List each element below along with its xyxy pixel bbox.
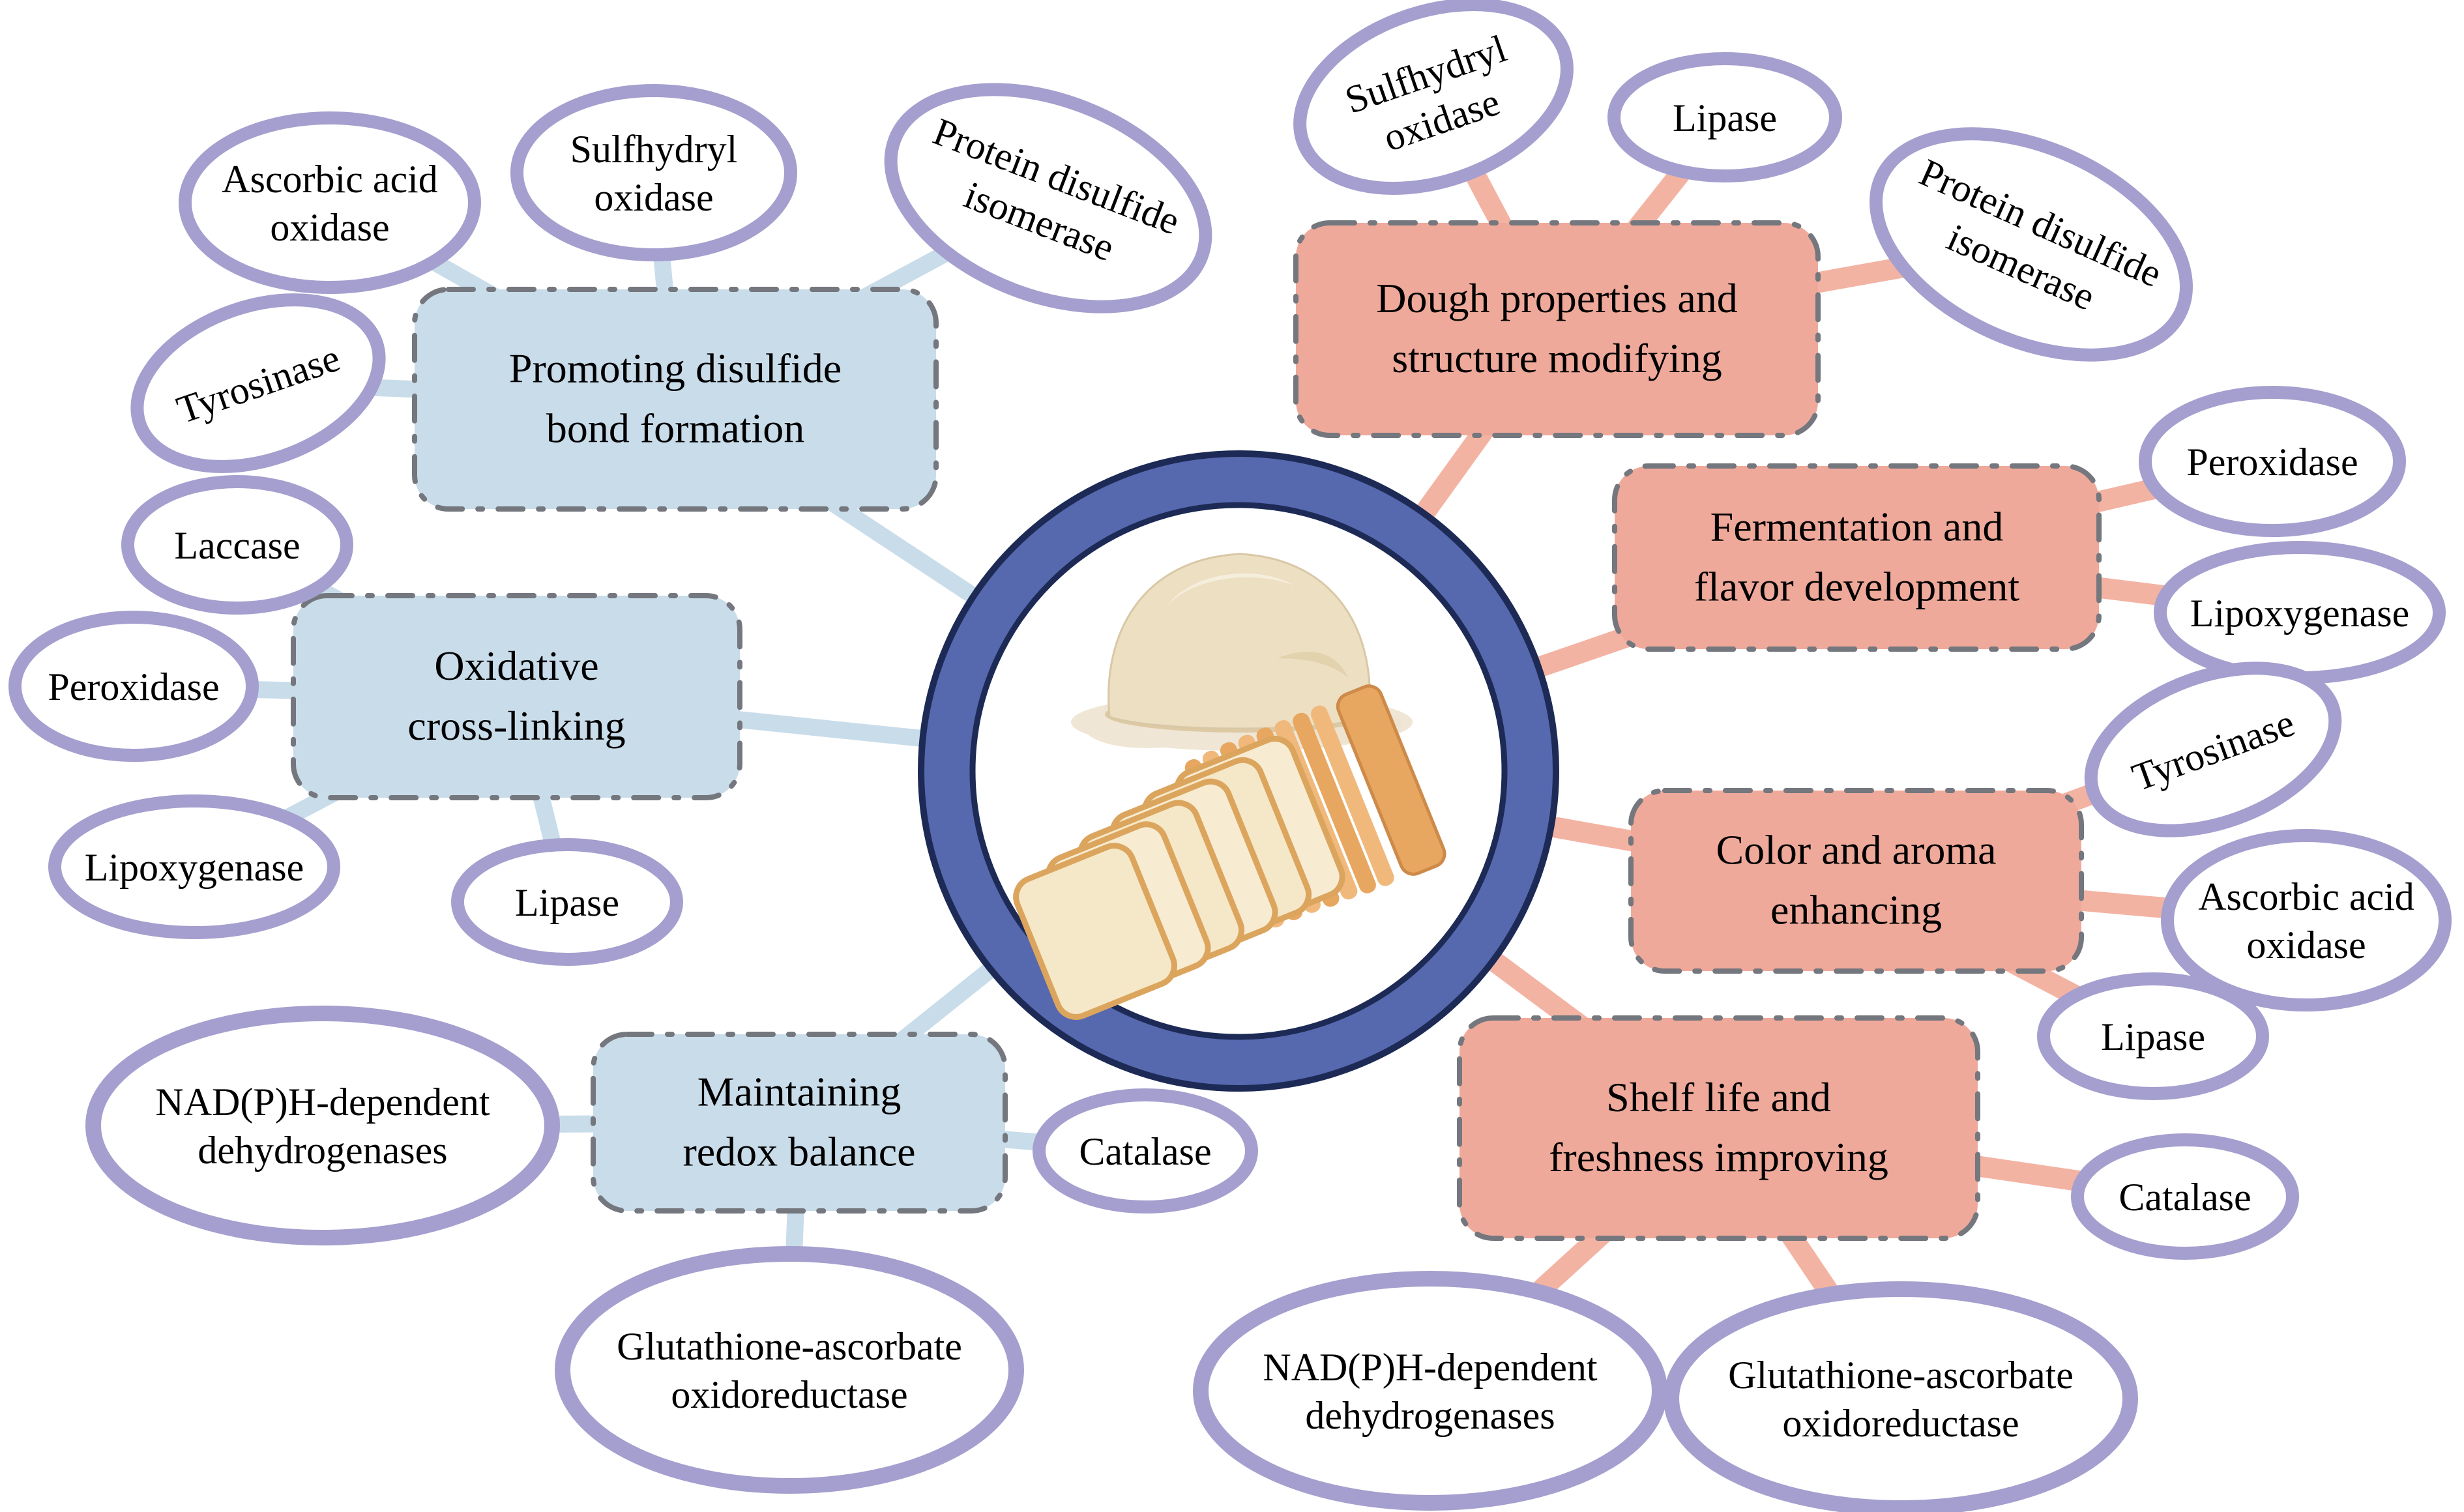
enzyme-ellipse-l-lipase: Lipase	[451, 838, 683, 966]
central-circle	[918, 450, 1559, 1092]
enzyme-ellipse-r-lipoxygenase: Lipoxygenase	[2154, 541, 2446, 684]
enzyme-ellipse-r-protein-disulfide-isomerase: Protein disulfideisomerase	[1870, 127, 2193, 362]
branch-box-shelf-life-and-freshness-improving	[1457, 1015, 1980, 1241]
enzyme-ellipse-outline	[2084, 662, 2342, 837]
enzyme-ellipse-r-peroxidase: Peroxidase	[2139, 386, 2406, 537]
branch-box-maintaining-redox-balance	[591, 1032, 1008, 1214]
enzyme-ellipse-outline	[1293, 0, 1574, 195]
enzyme-label: Catalase	[2119, 1176, 2251, 1219]
sliced-bread-image	[1013, 684, 1446, 1020]
enzyme-ellipse-outline	[1664, 1281, 2138, 1512]
enzyme-label: Lipase	[1673, 96, 1777, 139]
enzyme-ellipse-outline	[2037, 972, 2269, 1100]
enzyme-ellipse-l-catalase: Catalase	[1033, 1088, 1258, 1214]
enzyme-ellipse-outline	[2161, 829, 2452, 1011]
branch-box-promoting-disulfide-bond-formation	[412, 287, 939, 512]
enzyme-ellipse-outline	[1870, 127, 2193, 362]
branch-box-fermentation-and-flavor-development	[1612, 463, 2102, 652]
enzyme-ellipse-outline	[179, 111, 481, 294]
enzyme-ellipse-outline	[451, 838, 683, 966]
enzyme-label: Peroxidase	[2186, 441, 2358, 484]
enzyme-label: Lipoxygenase	[2190, 592, 2410, 635]
enzyme-ellipse-l-protein-disulfide-isomerase: Protein disulfideisomerase	[884, 83, 1212, 313]
enzyme-ellipse-outline	[884, 83, 1212, 313]
enzyme-ellipse-outline	[85, 1006, 560, 1245]
enzyme-label: Lipase	[2101, 1015, 2205, 1058]
enzyme-ellipse-l-tyrosinase: Tyrosinase	[130, 293, 386, 473]
enzyme-ellipse-r-tyrosinase: Tyrosinase	[2084, 662, 2342, 837]
enzyme-ellipse-r-sulfhydryl-oxidase: Sulfhydryloxidase	[1293, 0, 1574, 195]
enzyme-ellipse-outline	[1033, 1088, 1258, 1214]
enzyme-ellipse-r-lipase-top: Lipase	[1607, 52, 1842, 182]
enzyme-ellipse-r-lipase: Lipase	[2037, 972, 2269, 1100]
enzyme-label: Lipoxygenase	[85, 846, 304, 889]
enzyme-ellipse-outline	[48, 794, 340, 939]
enzyme-ellipse-outline	[1193, 1271, 1667, 1511]
enzyme-ellipse-r-catalase: Catalase	[2071, 1133, 2299, 1260]
enzyme-ellipse-outline	[2071, 1133, 2299, 1260]
enzyme-label: Catalase	[1079, 1130, 1211, 1173]
enzyme-ellipse-outline	[2139, 386, 2406, 537]
enzyme-ellipse-outline	[8, 611, 259, 762]
enzyme-label: Laccase	[174, 524, 300, 567]
enzyme-ellipse-outline	[130, 293, 386, 473]
branch-box-dough-properties-and-structure-modifying	[1293, 220, 1821, 438]
enzyme-label: Lipase	[515, 881, 619, 924]
enzyme-ellipse-outline	[510, 84, 797, 261]
branch-box-oxidative-cross-linking	[291, 593, 742, 800]
enzyme-ellipse-outline	[1607, 52, 1842, 182]
enzyme-ellipse-l-peroxidase: Peroxidase	[8, 611, 259, 762]
enzyme-ellipse-outline	[555, 1246, 1024, 1494]
enzyme-ellipse-outline	[121, 475, 353, 615]
enzyme-ellipse-l-lipoxygenase: Lipoxygenase	[48, 794, 340, 939]
enzyme-ellipse-l-laccase: Laccase	[121, 475, 353, 615]
branch-box-color-and-aroma-enhancing	[1628, 788, 2084, 974]
enzyme-label: Peroxidase	[48, 665, 219, 708]
